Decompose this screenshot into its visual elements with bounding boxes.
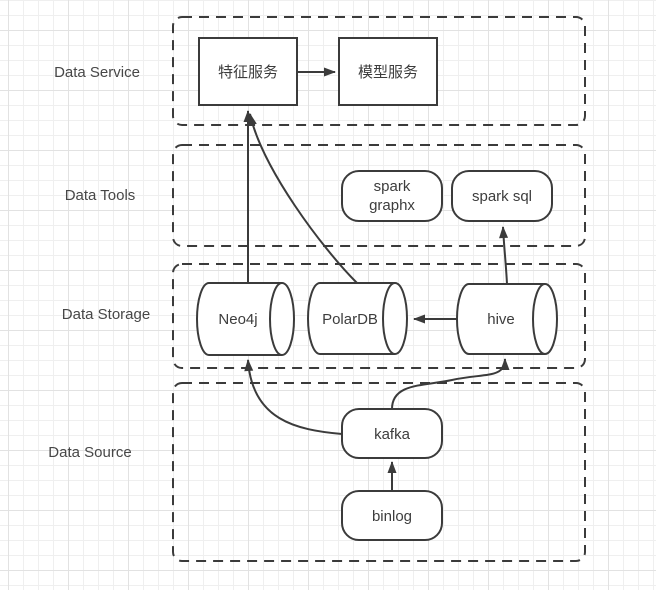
node-polardb-label: PolarDB: [322, 311, 378, 328]
node-feature-service[interactable]: 特征服务: [198, 37, 298, 106]
node-spark-graphx[interactable]: spark graphx: [341, 170, 443, 222]
node-binlog[interactable]: binlog: [341, 490, 443, 541]
node-spark-sql-label: spark sql: [472, 188, 532, 205]
edge-hive-to-spark-sql[interactable]: [499, 226, 509, 285]
node-kafka-label: kafka: [374, 426, 411, 443]
node-spark-graphx-label-line1: spark: [374, 178, 411, 195]
node-polardb[interactable]: PolarDB: [307, 282, 408, 355]
edge-kafka-to-hive[interactable]: [391, 358, 510, 410]
node-model-service[interactable]: 模型服务: [338, 37, 438, 106]
node-spark-graphx-label-line2: graphx: [369, 197, 415, 214]
layer-container-data-tools[interactable]: [172, 144, 586, 247]
node-hive-label: hive: [487, 311, 515, 328]
node-neo4j-label: Neo4j: [218, 311, 257, 328]
node-binlog-label: binlog: [372, 508, 412, 525]
layer-label-data-service: Data Service: [54, 64, 140, 81]
node-hive[interactable]: hive: [456, 283, 558, 355]
edge-kafka-to-neo4j[interactable]: [244, 359, 343, 435]
layer-label-data-storage: Data Storage: [62, 306, 150, 323]
layer-container-data-service[interactable]: [172, 16, 586, 126]
node-feature-service-label: 特征服务: [218, 64, 278, 81]
node-model-service-label: 模型服务: [358, 64, 418, 81]
node-spark-sql[interactable]: spark sql: [451, 170, 553, 222]
edge-polardb-to-feature-service[interactable]: [248, 113, 358, 284]
node-kafka[interactable]: kafka: [341, 408, 443, 459]
node-neo4j[interactable]: Neo4j: [196, 282, 295, 356]
layer-container-data-source[interactable]: [172, 382, 586, 562]
layer-container-data-storage[interactable]: [172, 263, 586, 369]
layer-label-data-source: Data Source: [48, 444, 131, 461]
layer-label-data-tools: Data Tools: [65, 187, 136, 204]
